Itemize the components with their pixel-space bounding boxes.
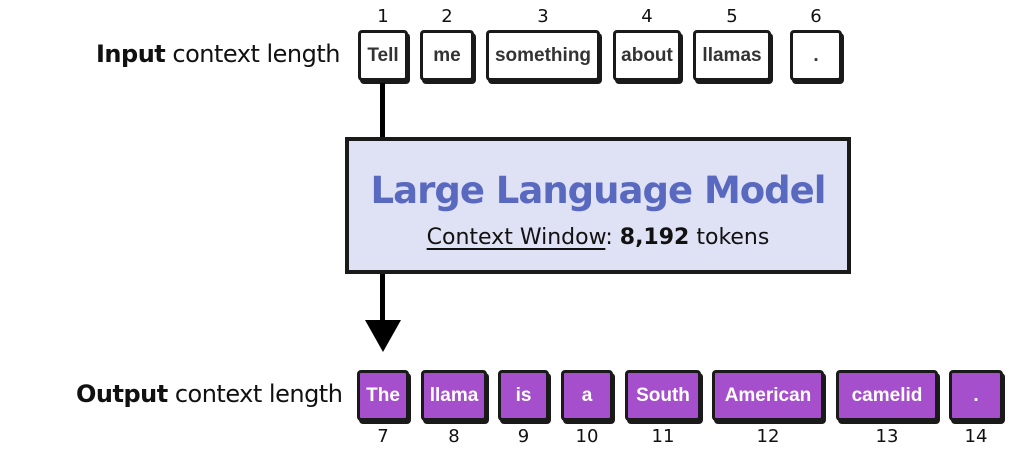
input-label-bold: Input bbox=[96, 40, 166, 68]
input-token-index: 5 bbox=[726, 6, 738, 27]
output-token: . bbox=[949, 370, 1003, 421]
context-colon: : bbox=[605, 225, 620, 250]
input-token-index: 2 bbox=[441, 6, 453, 27]
output-token-index: 8 bbox=[448, 426, 460, 447]
output-label-rest: context length bbox=[167, 380, 343, 408]
input-token: me bbox=[420, 30, 474, 81]
input-token-index: 3 bbox=[537, 6, 549, 27]
output-token: South bbox=[625, 370, 701, 421]
input-context-label: Input context length bbox=[96, 40, 340, 68]
output-token: camelid bbox=[836, 370, 938, 421]
output-token: The bbox=[357, 370, 409, 421]
output-token: is bbox=[498, 370, 549, 421]
input-token-index: 1 bbox=[377, 6, 389, 27]
output-token-index: 7 bbox=[377, 426, 389, 447]
output-arrow-line bbox=[380, 274, 385, 324]
input-token: Tell bbox=[358, 30, 408, 81]
llm-box: Large Language Model Context Window: 8,1… bbox=[345, 137, 851, 274]
input-label-rest: context length bbox=[165, 40, 340, 68]
context-window-line: Context Window: 8,192 tokens bbox=[349, 225, 847, 250]
arrow-head-icon bbox=[365, 320, 401, 352]
input-token: . bbox=[790, 30, 842, 81]
output-context-label: Output context length bbox=[76, 380, 343, 408]
output-token: American bbox=[712, 370, 824, 421]
input-token-index: 4 bbox=[641, 6, 653, 27]
input-arrow-line bbox=[380, 83, 385, 138]
input-token: about bbox=[613, 30, 681, 81]
input-token-index: 6 bbox=[810, 6, 822, 27]
output-token-index: 12 bbox=[756, 426, 780, 447]
output-token-index: 9 bbox=[517, 426, 530, 447]
output-token-index: 11 bbox=[651, 426, 675, 447]
context-window-label: Context Window bbox=[426, 225, 606, 250]
context-window-value: 8,192 bbox=[619, 225, 690, 250]
input-token: something bbox=[486, 30, 600, 81]
input-token: llamas bbox=[693, 30, 771, 81]
context-window-unit: tokens bbox=[689, 225, 770, 250]
output-token-index: 13 bbox=[875, 426, 899, 447]
output-token: a bbox=[561, 370, 613, 421]
output-token: llama bbox=[421, 370, 487, 421]
output-token-index: 14 bbox=[964, 426, 988, 447]
output-label-bold: Output bbox=[76, 380, 168, 408]
model-title: Large Language Model bbox=[370, 169, 827, 212]
output-token-index: 10 bbox=[575, 426, 599, 447]
